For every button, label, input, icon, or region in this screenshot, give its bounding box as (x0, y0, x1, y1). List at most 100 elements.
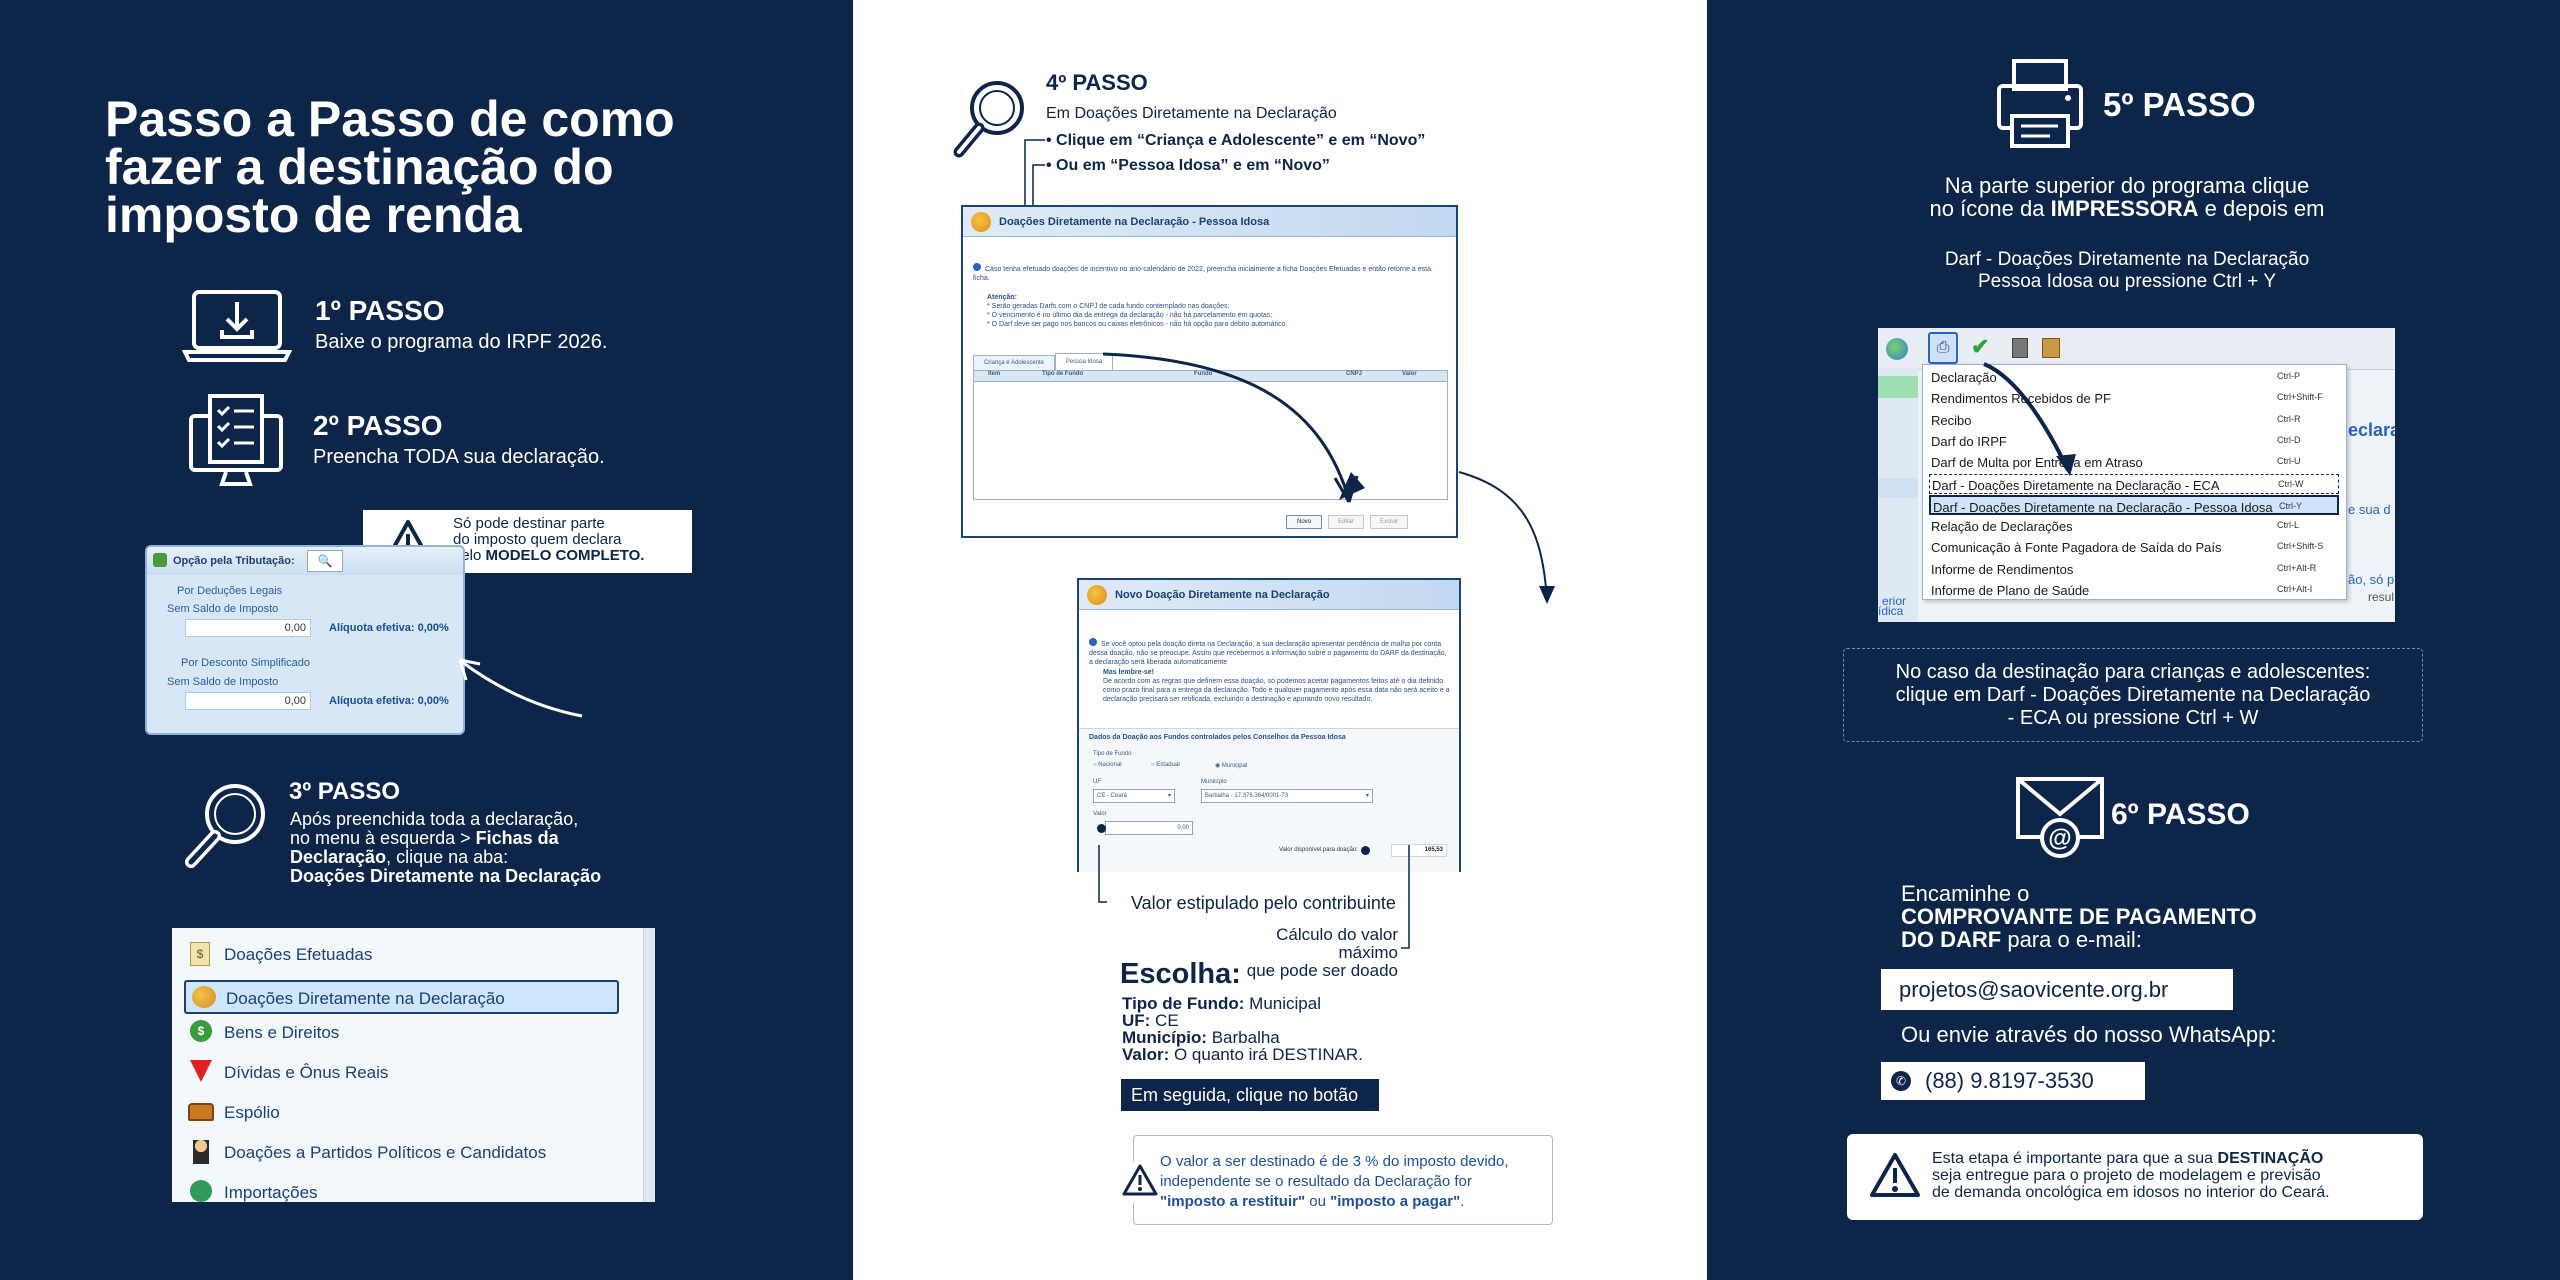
ok-bold: “OK” (1131, 1117, 1176, 1137)
radio-label: Nacional (1098, 762, 1122, 768)
tab-crianca-adolescente[interactable]: Criança e Adolescente (973, 355, 1055, 371)
note-text: . (1460, 1193, 1465, 1210)
menu-item-shortcut: Ctrl+Alt-R (2277, 562, 2317, 573)
atencao-box: Atenção: * Serão geradas Darfs com o CNP… (987, 293, 1447, 329)
step5-title: 5º PASSO (2103, 86, 2256, 123)
calculator-icon[interactable] (2012, 338, 2028, 358)
bullet-text: Clique em “Criança e Adolescente” e em “… (1056, 132, 1426, 149)
escolha-val: CE (1150, 1011, 1179, 1030)
whatsapp-icon: ✆ (1891, 1071, 1911, 1091)
app-icon (153, 553, 167, 567)
menu-item-shortcut: Ctrl+Shift-S (2277, 541, 2324, 552)
search-button[interactable]: 🔍 (307, 550, 343, 572)
cut-row (172, 928, 642, 930)
menu-label: Doações Efetuadas (224, 945, 373, 964)
window-novo-doacao: Novo Doação Diretamente na Declaração Se… (1077, 578, 1461, 872)
menu-label: Dívidas e Ônus Reais (224, 1063, 389, 1082)
print-menu-item[interactable]: Comunicação à Fonte Pagadora de Saída do… (1929, 537, 2339, 557)
uf-label: UF (1093, 779, 1101, 785)
tax-option-header: Opção pela Tributação: 🔍 (147, 547, 463, 575)
check-icon[interactable]: ✔ (1971, 334, 1990, 359)
menu-item-label: Declaração (1931, 370, 1997, 385)
menu-item-shortcut: Ctrl+Alt-I (2277, 584, 2313, 594)
municipio-select[interactable]: Barbalha - 17.376.364/0001-73▾ (1201, 789, 1373, 803)
scrollbar[interactable] (643, 928, 655, 1202)
phone-number: (88) 9.8197-3530 (1925, 1068, 2094, 1093)
label-valor: Valor estipulado pelo contribuinte (1131, 893, 1396, 913)
eca-line: - ECA ou pressione Ctrl + W (2007, 707, 2259, 729)
warning-bold: MODELO COMPLETO. (485, 547, 645, 564)
right-panel: 5º PASSO Na parte superior do programa c… (1707, 0, 2560, 1280)
left-panel: Passo a Passo de como fazer a destinação… (0, 0, 853, 1280)
final-bold: DESTINAÇÃO (2217, 1150, 2324, 1167)
menu-item-shortcut: Ctrl-L (2277, 520, 2299, 531)
radio-simplificado[interactable]: Por Desconto Simplificado (181, 657, 311, 669)
uf-value: CE - Ceará (1097, 793, 1128, 799)
menu-item-shortcut: Ctrl-Y (2279, 500, 2302, 511)
p5-line: Darf - Doações Diretamente na Declaração (1944, 249, 2310, 270)
menu-item-shortcut: Ctrl-U (2277, 456, 2301, 467)
menu-row-selected[interactable]: Doações Diretamente na Declaração (184, 980, 619, 1014)
label-calc: que pode ser doado (1246, 961, 1398, 980)
aliquota-label: Alíquota efetiva: 0,00% (329, 695, 449, 707)
people-icon (192, 986, 216, 1008)
radio-municipal[interactable]: ◉ Municipal (1215, 763, 1248, 769)
tab-pessoa-idosa[interactable]: Pessoa Idosa (1055, 353, 1113, 371)
step3-line: Declaração, clique na aba: (290, 848, 601, 867)
radio-estadual[interactable]: ○ Estadual (1151, 762, 1180, 768)
menu-item-label: Informe de Rendimentos (1931, 561, 2074, 577)
escolha-val: O quanto irá DESTINAR. (1169, 1045, 1363, 1064)
email-field[interactable]: projetos@saovicente.org.br (1881, 969, 2233, 1010)
window-titlebar: Doações Diretamente na Declaração - Pess… (963, 207, 1456, 237)
warning-line: pelo MODELO COMPLETO. (453, 548, 644, 564)
print-menu-item[interactable]: Darf - Doações Diretamente na Declaração… (1929, 494, 2339, 515)
escolha-key: Valor: (1122, 1045, 1170, 1064)
escolha-key: Município: (1122, 1028, 1207, 1047)
radio-nacional[interactable]: ○ Nacional (1093, 762, 1122, 768)
eca-box: No caso da destinação para crianças e ad… (1843, 648, 2423, 742)
step3-text: no menu à esquerda > (290, 828, 476, 848)
fichas-menu: $ Doações Efetuadas Doações Diretamente … (172, 928, 655, 1202)
editar-button[interactable]: Editar (1328, 515, 1364, 529)
uf-select[interactable]: CE - Ceará▾ (1093, 789, 1175, 803)
globe-icon[interactable] (1886, 338, 1908, 360)
printer-button[interactable]: ⎙ (1928, 332, 1958, 364)
lembre-box: Mas lembre-se! De acordo com as regras q… (1103, 668, 1453, 704)
ok-instruction: Em seguida, clique no botão “OK” (1121, 1079, 1379, 1137)
menu-item-label: Darf - Doações Diretamente na Declaração… (1933, 499, 2273, 515)
print-menu-item[interactable]: Darf - Doações Diretamente na Declaração… (1929, 473, 2339, 494)
note-bold: "imposto a restituir" (1160, 1193, 1306, 1210)
atencao-line: * O vencimento é no último dia da entreg… (987, 312, 1273, 319)
marker-dot (1097, 824, 1106, 833)
enc-line: DO DARF para o e-mail: (1901, 928, 2257, 951)
phone-field[interactable]: ✆ (88) 9.8197-3530 (1881, 1062, 2145, 1100)
window-pessoa-idosa: Doações Diretamente na Declaração - Pess… (961, 205, 1458, 538)
warning-line: Só pode destinar parte (453, 515, 605, 532)
warning-icon (1120, 1162, 1160, 1203)
info-box: Caso tenha efetuado doações de incentivo… (973, 263, 1443, 283)
col-header: Valor (1402, 371, 1417, 377)
note-line: O valor a ser destinado é de 3 % do impo… (1160, 1153, 1509, 1170)
book-icon[interactable] (2042, 338, 2060, 358)
escolha-val: Municipal (1244, 994, 1321, 1013)
excluir-button[interactable]: Excluir (1370, 515, 1408, 529)
flow-arrows (1103, 352, 1555, 604)
radio-deducoes[interactable]: Por Deduções Legais (177, 585, 283, 597)
note-bold: "imposto a pagar" (1330, 1193, 1461, 1210)
print-menu-item[interactable]: Informe de Rendimentos Ctrl+Alt-R (1929, 559, 2339, 579)
menu-label: Doações a Partidos Políticos e Candidato… (224, 1143, 547, 1162)
warning-icon (1869, 1152, 1921, 1203)
novo-button[interactable]: Novo (1286, 515, 1322, 529)
valor-input[interactable]: 0,00 (1105, 821, 1193, 835)
tipo-label: Tipo de Fundo (1093, 751, 1132, 757)
p5-line: Na parte superior do programa clique (1944, 173, 2310, 198)
mun-label: Município (1201, 779, 1227, 785)
